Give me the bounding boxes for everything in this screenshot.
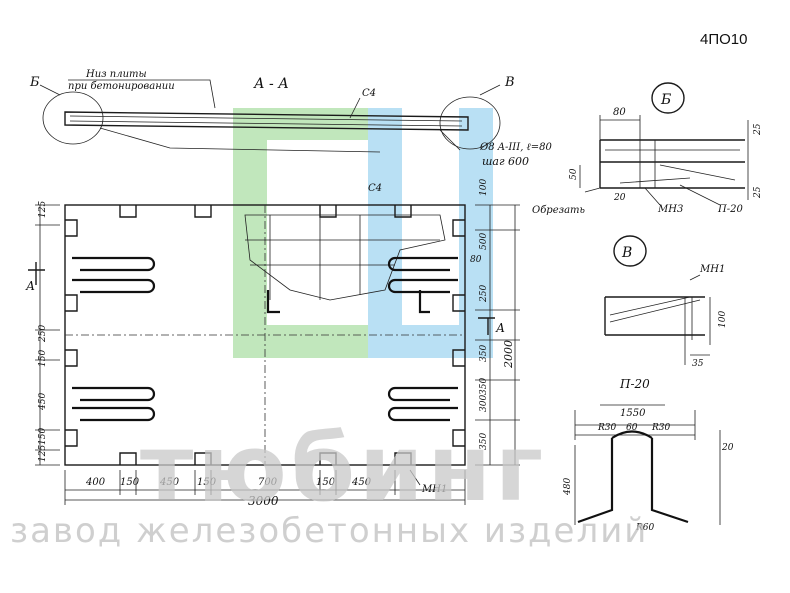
detail-b-p20-label: П-20 — [717, 204, 743, 215]
detail-v-drawing — [604, 235, 711, 365]
right-dim: 350 — [479, 345, 489, 362]
plan-label-c4: С4 — [368, 183, 382, 194]
bottom-dim: 150 — [316, 477, 336, 488]
logo-green-bar-left — [233, 108, 267, 358]
overall-width: 3000 — [248, 494, 279, 508]
callout-circle-b — [42, 91, 104, 145]
logo-blue-bar-left — [368, 108, 402, 358]
detail-b-dim-left: 50 — [569, 168, 579, 180]
left-dim: 125 — [38, 201, 48, 218]
bottom-dim: 700 — [258, 477, 278, 488]
bottom-dimensions: 400 150 450 150 700 150 450 — [85, 477, 372, 488]
detail-p20-r30-right: R30 — [651, 423, 671, 433]
right-dim: 350 — [479, 433, 489, 450]
right-dim: 300 — [479, 395, 489, 412]
sheet-code: 4ПО10 — [700, 31, 747, 48]
detail-v-dim-100: 100 — [718, 311, 728, 328]
overall-height: 2000 — [502, 340, 515, 369]
plan-section-mark-left: А — [25, 279, 35, 293]
right-dim: 500 — [479, 233, 489, 250]
detail-b-dim-top: 80 — [613, 107, 626, 118]
detail-b-mh3-label: МН3 — [657, 204, 683, 215]
section-callout-v: В — [504, 75, 515, 90]
note-line-2: при бетонировании — [68, 81, 175, 92]
watermark-brand: тюбинг — [140, 415, 547, 522]
bottom-dim: 450 — [351, 477, 372, 488]
detail-v-dim-35: 35 — [692, 359, 704, 369]
detail-p20-dim-60: 60 — [626, 423, 638, 433]
right-dim: 250 — [479, 285, 489, 303]
section-rebar-label: Ø8 A-III, ℓ=80 — [479, 142, 552, 153]
watermark-tagline: завод железобетонных изделий — [10, 511, 648, 551]
detail-b-drawing — [579, 82, 749, 206]
detail-b-cut-label: Обрезать — [532, 205, 585, 216]
detail-p20-width: 1550 — [620, 408, 646, 419]
detail-b-dim-20: 20 — [613, 193, 626, 203]
section-a-a-title: А - А — [253, 76, 289, 92]
detail-v-callout: В — [621, 245, 632, 261]
callout-circle-v — [439, 96, 501, 150]
left-dim: 250 — [38, 325, 48, 343]
detail-v-mh1-label: МН1 — [699, 264, 725, 275]
note-line-1: Низ плиты — [85, 69, 147, 80]
detail-b-dim-right-top: 25 — [753, 123, 763, 136]
left-dim: 125 — [38, 445, 48, 462]
plan-dim-80: 80 — [470, 255, 482, 265]
right-dim: 350 — [479, 378, 489, 395]
plan-view — [28, 204, 520, 505]
detail-p20-dim-20: 20 — [721, 443, 734, 453]
left-dim: 150 — [38, 428, 48, 445]
detail-p20-r60: R60 — [635, 523, 655, 533]
section-callout-b: Б — [29, 75, 40, 90]
right-dimensions: 100 500 250 350 350 300 350 — [479, 179, 489, 450]
right-dim: 100 — [479, 179, 489, 196]
section-a-a — [39, 79, 501, 153]
detail-b-dim-right-bottom: 25 — [753, 186, 763, 199]
detail-b-callout: Б — [660, 92, 671, 108]
section-step-label: шаг 600 — [482, 155, 529, 168]
plan-section-mark-right: А — [495, 321, 505, 335]
left-dimensions: 125 250 150 450 125 150 — [38, 201, 48, 462]
detail-p20-height: 480 — [563, 478, 573, 496]
bottom-dim: 150 — [197, 477, 217, 488]
section-label-c4: С4 — [362, 88, 376, 99]
left-dim: 150 — [38, 350, 48, 367]
bottom-dim: 400 — [85, 477, 106, 488]
plan-label-mh1: МН1 — [421, 484, 447, 495]
detail-p20-r30-left: R30 — [597, 423, 617, 433]
logo-green-bar-bottom — [233, 325, 368, 358]
bottom-dim: 450 — [159, 477, 180, 488]
left-dim: 450 — [38, 393, 48, 411]
bottom-dim: 150 — [120, 477, 140, 488]
detail-p20-title: П-20 — [619, 377, 650, 391]
detail-p20-drawing — [574, 404, 721, 525]
